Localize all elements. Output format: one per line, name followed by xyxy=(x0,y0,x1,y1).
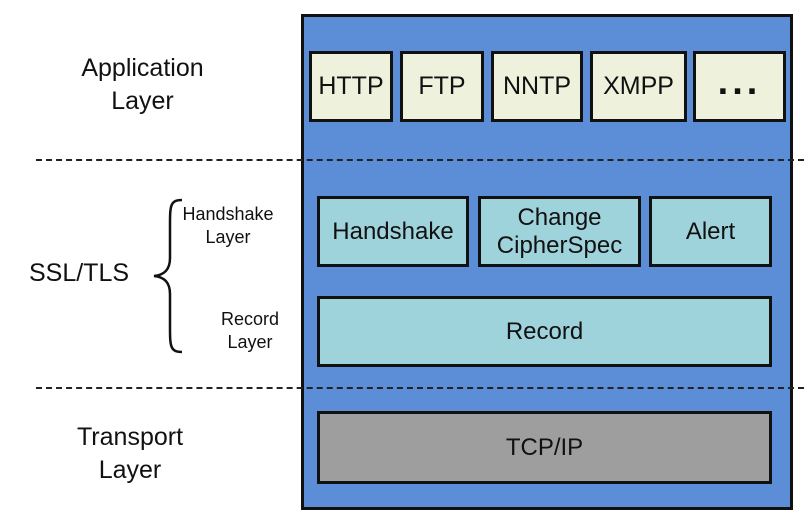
protocol-box-ftp: FTP xyxy=(400,51,484,122)
layer-separator-bottom xyxy=(36,387,804,389)
protocol-box-more: ... xyxy=(693,51,786,122)
protocol-box-change-cipher-spec: Change CipherSpec xyxy=(478,196,641,267)
protocol-box-handshake: Handshake xyxy=(317,196,469,267)
protocol-box-tcp-ip: TCP/IP xyxy=(317,411,772,484)
transport-layer-label: Transport Layer xyxy=(40,421,220,486)
change-cipher-spec-line1: Change xyxy=(517,203,602,231)
handshake-layer-label: Handshake Layer xyxy=(178,203,278,250)
handshake-layer-label-line2: Layer xyxy=(205,227,251,248)
protocol-box-alert: Alert xyxy=(649,196,772,267)
record-layer-label-line1: Record xyxy=(220,309,280,329)
ssl-tls-label: SSL/TLS xyxy=(28,259,130,287)
application-layer-label: Application Layer xyxy=(40,52,245,117)
record-layer-label: Record Layer xyxy=(200,308,300,355)
change-cipher-spec-line2: CipherSpec xyxy=(496,231,623,259)
protocol-box-record: Record xyxy=(317,296,772,367)
protocol-box-xmpp: XMPP xyxy=(590,51,687,122)
record-layer-label-line2: Layer xyxy=(227,332,273,353)
handshake-layer-label-line1: Handshake xyxy=(182,204,274,224)
brace-icon xyxy=(153,198,183,354)
layer-separator-top xyxy=(36,159,804,161)
application-layer-label-line1: Application xyxy=(81,54,204,82)
protocol-box-http: HTTP xyxy=(309,51,393,122)
transport-layer-label-line2: Layer xyxy=(98,455,162,484)
transport-layer-label-line1: Transport xyxy=(76,423,184,451)
application-layer-label-line2: Layer xyxy=(111,86,174,115)
protocol-box-nntp: NNTP xyxy=(491,51,583,122)
